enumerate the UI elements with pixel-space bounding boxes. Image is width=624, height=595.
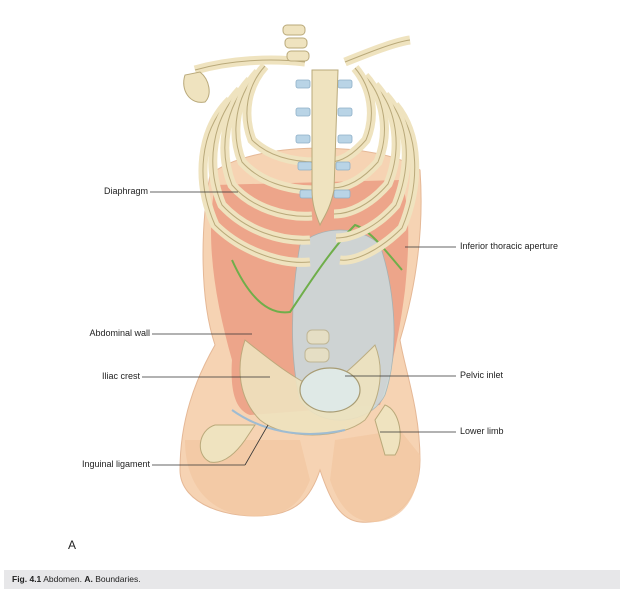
left-clavicle — [193, 55, 306, 75]
label-inferior-thoracic-aperture: Inferior thoracic aperture — [460, 241, 559, 251]
vertebral-column — [282, 24, 330, 363]
caption-title: Abdomen. — [43, 574, 82, 584]
left-shoulder-bone — [183, 71, 210, 103]
caption-panel: A. — [84, 574, 93, 584]
label-inguinal-ligament: Inguinal ligament — [81, 459, 150, 469]
inferior-thoracic-aperture-line — [231, 223, 403, 314]
label-abdominal-wall: Abdominal wall — [89, 328, 150, 338]
pelvic-inlet-ring — [299, 367, 361, 413]
left-femur — [200, 424, 256, 463]
panel-letter: A — [68, 538, 77, 552]
right-clavicle — [343, 35, 411, 67]
label-iliac-crest: Iliac crest — [101, 371, 140, 381]
caption-text: Boundaries. — [95, 574, 141, 584]
figure-caption: Fig. 4.1 Abdomen. A. Boundaries. — [4, 570, 620, 589]
leader-lines — [142, 191, 456, 466]
label-diaphragm: Diaphragm — [103, 186, 148, 196]
caption-number: Fig. 4.1 — [12, 574, 42, 584]
anatomy-illustration — [142, 24, 456, 523]
sternum — [311, 69, 339, 227]
inguinal-ligament-line — [231, 409, 346, 435]
right-femur — [374, 404, 401, 456]
label-lower-limb: Lower limb — [460, 426, 504, 436]
label-pelvic-inlet: Pelvic inlet — [460, 370, 504, 380]
rib-cage — [198, 62, 420, 267]
right-thigh — [330, 430, 420, 522]
right-clavicle-outline — [344, 39, 411, 63]
